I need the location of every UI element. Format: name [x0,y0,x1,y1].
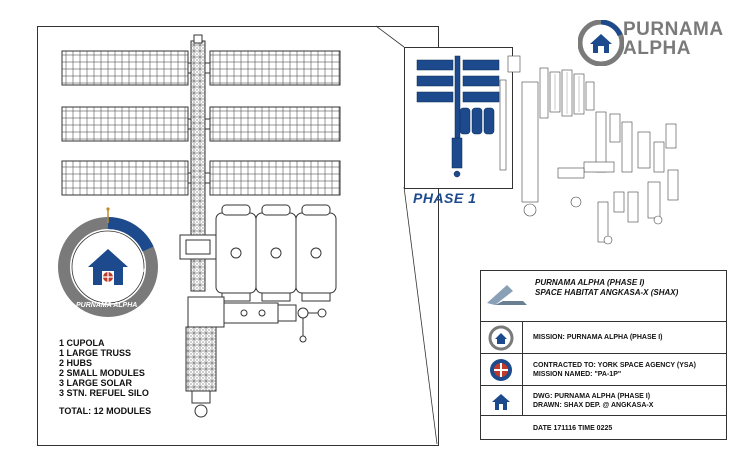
legend-item: 2 HUBS [59,358,93,368]
contract-text: CONTRACTED TO: YORK SPACE AGENCY (YSA) M… [533,361,696,379]
contract-line2: MISSION NAMED: "PA-1P" [533,371,622,378]
legend-item: 2 SMALL MODULES [59,368,145,378]
house-logo-icon [578,20,624,66]
brand-line1: PURNAMA [623,19,724,40]
date-text: DATE 171116 TIME 0225 [533,425,613,432]
dwg-line2: DRAWN: SHAX DEP. @ ANGKASA-X [533,402,654,409]
hub-and-modules [185,296,327,418]
mission-badge [58,207,158,317]
solar-array-middle [61,106,341,142]
house-icon [481,386,523,416]
legend-item: 3 LARGE SOLAR [59,378,133,388]
legend-item: 3 STN. REFUEL SILO [59,388,149,398]
title-block-mission-row: MISSION: PURNAMA ALPHA (PHASE I) [481,321,726,354]
title-block-heading: PURNAMA ALPHA (PHASE I) SPACE HABITAT AN… [535,278,678,298]
solar-array-top [61,50,341,86]
title-block-header: PURNAMA ALPHA (PHASE I) SPACE HABITAT AN… [481,271,726,321]
ysa-logo-icon [481,354,523,386]
brand-line2: ALPHA [623,38,691,59]
phase1-caption: PHASE 1 [413,190,477,206]
title-block-contract-row: CONTRACTED TO: YORK SPACE AGENCY (YSA) M… [481,353,726,386]
title-block-date-row: DATE 171116 TIME 0225 [481,415,726,440]
drawing-text: DWG: PURNAMA ALPHA (PHASE I) DRAWN: SHAX… [533,392,653,410]
brand-logo [578,18,738,70]
header-line1: PURNAMA ALPHA (PHASE I) [535,278,645,287]
mission-badge-icon [481,322,523,354]
title-block-drawing-row: DWG: PURNAMA ALPHA (PHASE I) DRAWN: SHAX… [481,385,726,416]
solar-array-bottom [61,160,341,196]
phase1-inset [404,47,513,189]
full-station-overview [498,52,698,252]
contract-line1: CONTRACTED TO: YORK SPACE AGENCY (YSA) [533,362,696,369]
mission-text: MISSION: PURNAMA ALPHA (PHASE I) [533,334,663,341]
legend-total: TOTAL: 12 MODULES [59,406,152,416]
phase1-highlight [416,55,500,178]
legend-item: 1 CUPOLA [59,338,105,348]
dwg-line1: DWG: PURNAMA ALPHA (PHASE I) [533,393,651,400]
station-drawing [58,34,341,418]
large-truss [179,34,217,292]
title-block: PURNAMA ALPHA (PHASE I) SPACE HABITAT AN… [480,270,727,440]
angkasa-x-logo-icon [487,285,527,305]
module-legend: 1 CUPOLA 1 LARGE TRUSS 2 HUBS 2 SMALL MO… [59,338,151,416]
badge-bottom-text: PURNAMA ALPHA [76,302,138,309]
brand-title: PURNAMA ALPHA [623,20,724,58]
main-drawing-sheet: PHASE 1 YSA PURNAMA ALPHA [37,26,439,446]
header-line2: SPACE HABITAT ANGKASA-X (SHAX) [535,288,679,297]
refuel-silos [215,204,337,302]
legend-item: 1 LARGE TRUSS [59,348,132,358]
